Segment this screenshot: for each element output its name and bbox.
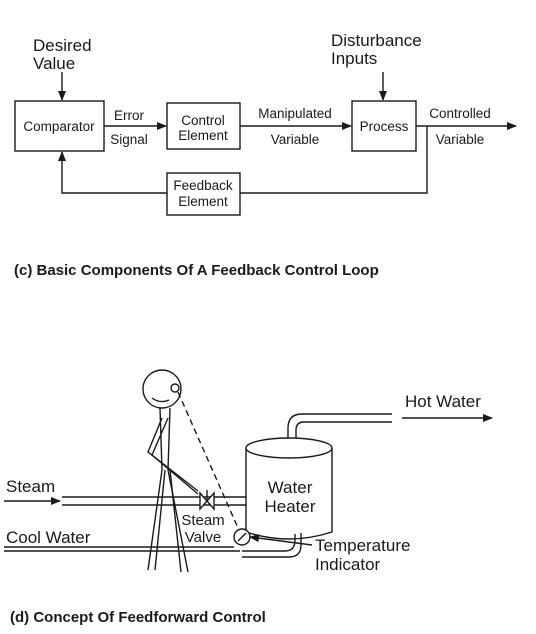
hot-water-pipe-inner	[295, 421, 392, 441]
operator-face	[151, 397, 170, 403]
desired-value-label: Desired	[33, 36, 92, 55]
feedback-loop-diagram	[14, 72, 517, 216]
comparator-box	[14, 100, 105, 152]
feedforward-diagram	[4, 369, 493, 573]
disturbance-label-2: Inputs	[331, 49, 377, 68]
heater-top	[245, 437, 333, 459]
cool-water-pipe-to-heater	[242, 534, 296, 552]
control-element-label-2: Element	[178, 128, 228, 143]
process-label: Process	[360, 119, 409, 134]
controlled-variable-label: Controlled	[429, 106, 491, 121]
disturbance-label: Disturbance	[331, 31, 422, 50]
cool-water-pipe-outer	[242, 533, 302, 558]
error-signal-label-2: Signal	[110, 132, 148, 147]
process-box	[351, 100, 417, 152]
controlled-variable-label-2: Variable	[436, 132, 485, 147]
feedback-element-label-2: Element	[178, 194, 228, 209]
sight-line	[177, 391, 239, 529]
caption-d: (d) Concept Of Feedforward Control	[10, 609, 266, 626]
comparator-label: Comparator	[23, 119, 95, 134]
feedback-loop-labels: Desired Value Disturbance Inputs Compara…	[14, 31, 491, 279]
manipulated-variable-label-2: Variable	[271, 132, 320, 147]
steam-valve-label: Steam	[181, 512, 224, 529]
operator-arm	[147, 417, 199, 492]
cool-water-label: Cool Water	[6, 528, 91, 547]
operator-body	[159, 407, 171, 471]
feedback-path-out	[240, 126, 428, 194]
temperature-indicator-label: Temperature	[315, 536, 410, 555]
feedback-path-return	[58, 151, 167, 194]
operator-arm-2	[151, 417, 199, 495]
operator-glasses	[170, 383, 180, 393]
manipulated-variable-label: Manipulated	[258, 106, 332, 121]
hot-water-pipe	[287, 413, 392, 441]
operator-legs-2	[154, 469, 182, 573]
control-element-label: Control	[181, 113, 225, 128]
indicator-pointer	[249, 534, 313, 546]
hot-water-label: Hot Water	[405, 392, 481, 411]
error-signal-label: Error	[114, 108, 145, 123]
control-element-box	[166, 102, 241, 150]
water-heater-label-2: Heater	[264, 497, 315, 516]
caption-c: (c) Basic Components Of A Feedback Contr…	[14, 262, 379, 279]
steam-label: Steam	[6, 477, 55, 496]
feedback-element-box	[166, 172, 241, 216]
feedforward-labels: Hot Water Steam Cool Water Water Heater …	[6, 392, 481, 626]
feedback-element-label: Feedback	[173, 178, 233, 193]
desired-value-label-2: Value	[33, 54, 75, 73]
water-heater-label: Water	[268, 478, 313, 497]
steam-valve-label-2: Valve	[185, 529, 221, 546]
gauge-needle	[237, 532, 247, 542]
temperature-indicator-label-2: Indicator	[315, 555, 381, 574]
